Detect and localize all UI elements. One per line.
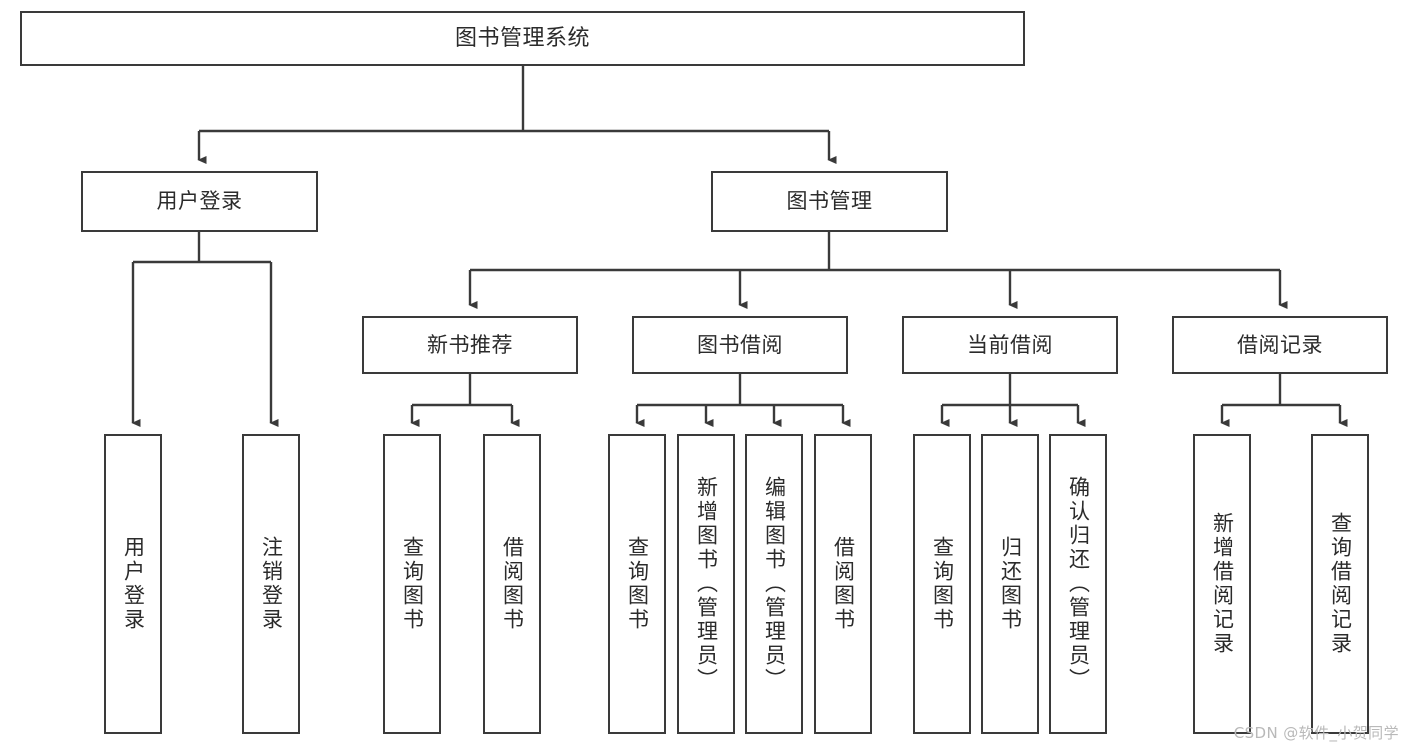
leaf-book-borrow-borrow[interactable]: 借阅图书 [814,434,872,734]
node-borrow-record[interactable]: 借阅记录 [1172,316,1388,374]
node-label: 查询图书 [625,536,650,632]
node-label: 查询图书 [930,536,955,632]
node-label: 图书管理系统 [454,25,590,51]
node-label: 当前借阅 [967,332,1053,357]
node-label: 用户登录 [121,536,146,632]
node-book-borrow[interactable]: 图书借阅 [632,316,848,374]
node-book-management[interactable]: 图书管理 [711,171,948,232]
leaf-new-book-query[interactable]: 查询图书 [383,434,441,734]
node-label: 注销登录 [259,536,284,632]
leaf-user-login-logout[interactable]: 注销登录 [242,434,300,734]
leaf-user-login-login[interactable]: 用户登录 [104,434,162,734]
node-label: 借阅图书 [500,536,525,632]
leaf-book-borrow-edit[interactable]: 编辑图书（管理员） [745,434,803,734]
node-label: 查询借阅记录 [1328,512,1353,656]
node-label: 新增图书（管理员） [694,476,719,692]
leaf-book-borrow-add[interactable]: 新增图书（管理员） [677,434,735,734]
leaf-current-borrow-confirm-return[interactable]: 确认归还（管理员） [1049,434,1107,734]
node-label: 借阅图书 [831,536,856,632]
leaf-new-book-borrow[interactable]: 借阅图书 [483,434,541,734]
node-label: 查询图书 [400,536,425,632]
node-root-system[interactable]: 图书管理系统 [20,11,1025,66]
node-label: 确认归还（管理员） [1066,476,1091,692]
node-label: 编辑图书（管理员） [762,476,787,692]
leaf-borrow-record-add[interactable]: 新增借阅记录 [1193,434,1251,734]
leaf-current-borrow-return[interactable]: 归还图书 [981,434,1039,734]
node-label: 图书管理 [786,189,873,214]
leaf-borrow-record-query[interactable]: 查询借阅记录 [1311,434,1369,734]
node-new-book-recommend[interactable]: 新书推荐 [362,316,578,374]
node-label: 用户登录 [156,189,243,214]
node-label: 借阅记录 [1237,332,1323,357]
node-label: 图书借阅 [697,332,783,357]
node-current-borrow[interactable]: 当前借阅 [902,316,1118,374]
node-label: 新书推荐 [427,332,513,357]
node-user-login[interactable]: 用户登录 [81,171,318,232]
leaf-book-borrow-query[interactable]: 查询图书 [608,434,666,734]
leaf-current-borrow-query[interactable]: 查询图书 [913,434,971,734]
watermark: CSDN @软件_小贺同学 [1233,724,1399,742]
node-label: 归还图书 [998,536,1023,632]
node-label: 新增借阅记录 [1210,512,1235,656]
